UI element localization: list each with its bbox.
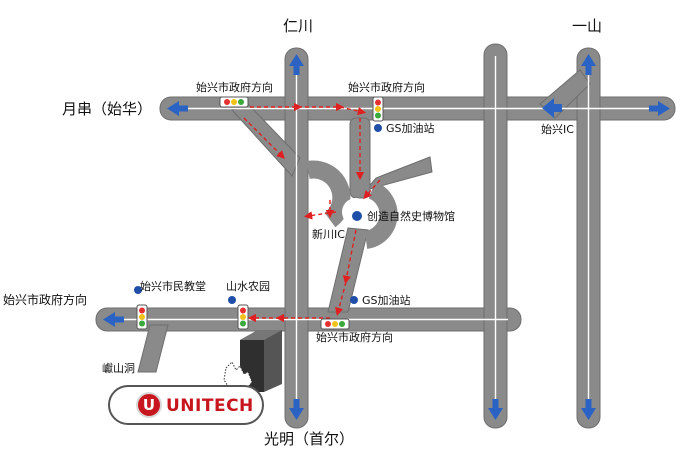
road-branch-cave (137, 324, 169, 373)
loop-right (364, 181, 398, 249)
unitech-logo-mark: U (136, 392, 162, 418)
direction-arrow-icon (167, 101, 188, 116)
road-interchange-diagonal (327, 227, 369, 313)
direction-arrow-icon (581, 54, 596, 75)
label-to-siheung-top-right: 始兴市政府方向 (348, 81, 425, 94)
label-cave: 巘山洞 (102, 362, 135, 375)
route-segment (339, 106, 367, 116)
interchange-loops (306, 160, 398, 249)
traffic-light-icon (320, 318, 350, 330)
direction-arrow-icon (542, 98, 562, 118)
poi-dots (134, 124, 382, 304)
route-segment (363, 179, 381, 200)
label-to-siheung-top-left: 始兴市政府方向 (196, 81, 273, 94)
traffic-light-icon (372, 96, 384, 122)
label-ilsan: 一山 (572, 17, 603, 35)
poi-dot-icon (352, 211, 362, 221)
label-museum: 创造自然史博物馆 (367, 210, 455, 223)
traffic-light-icon (237, 304, 249, 330)
traffic-light-icon (136, 304, 148, 330)
route-segment (342, 229, 357, 285)
route-segment (335, 281, 347, 317)
unitech-logo-text: UNITECH (166, 396, 254, 416)
label-gwangmyeong: 光明（首尔） (264, 430, 355, 448)
label-sinchuan-ic: 新川IC (312, 228, 345, 241)
road-interchange-vertical (349, 117, 371, 199)
label-farm: 山水农园 (226, 280, 270, 293)
direction-arrow-icon (581, 399, 596, 420)
loop-left (306, 160, 351, 228)
pointing-hand-icon (223, 361, 253, 393)
poi-dot-icon (134, 286, 142, 294)
poi-dot-icon (350, 296, 358, 304)
route-path (243, 102, 381, 323)
label-to-siheung-bottom: 始兴市政府方向 (316, 331, 393, 344)
route-segment (303, 211, 337, 220)
traffic-lights (136, 96, 384, 330)
lane-markings (108, 56, 662, 416)
label-siheung-west: 始兴市政府方向 (3, 293, 88, 307)
direction-arrow-icon (103, 312, 124, 327)
direction-arrows (103, 54, 670, 420)
label-gs-station-top: GS加油站 (386, 122, 435, 135)
unitech-logo: U UNITECH (108, 385, 264, 425)
building-icon (240, 330, 282, 392)
label-siheung-ic: 始兴IC (541, 123, 574, 136)
direction-arrow-icon (649, 101, 670, 116)
direction-arrow-icon (289, 399, 304, 420)
road-museum-diagonal (364, 156, 433, 191)
label-civic-hall: 始兴市民教堂 (140, 280, 206, 293)
direction-arrow-icon (289, 54, 304, 75)
label-renchuan: 仁川 (283, 17, 314, 35)
direction-arrow-icon (488, 399, 503, 420)
poi-dot-icon (228, 296, 236, 304)
label-gs-station-bottom: GS加油站 (362, 294, 411, 307)
route-segment (243, 117, 285, 159)
poi-dot-icon (374, 124, 382, 132)
label-woljot: 月串（始华） (62, 100, 153, 118)
traffic-light-icon (219, 96, 249, 108)
